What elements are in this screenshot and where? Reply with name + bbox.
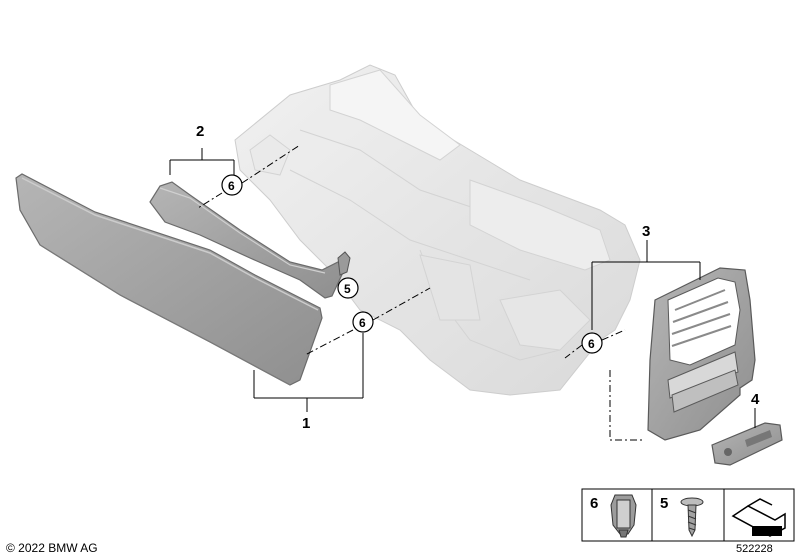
assembly-lines (197, 144, 645, 441)
callout-3: 3 (642, 223, 650, 240)
ring-5-label: 5 (344, 282, 351, 296)
ring-6-middle: 6 (352, 311, 374, 333)
ring-6-right: 6 (581, 332, 603, 354)
part-5-clip-on-trim (337, 251, 351, 276)
callout-2: 2 (196, 123, 204, 140)
screw-icon (680, 497, 704, 538)
ring-6-upper-label: 6 (228, 179, 235, 193)
leader-lines (169, 148, 756, 428)
part-3-rear-frame (647, 267, 756, 441)
document-number: 522228 (736, 543, 773, 555)
callout-1: 1 (302, 415, 310, 432)
overview-icon (731, 498, 786, 537)
clip-icon (610, 494, 637, 538)
part-1-side-trim (15, 173, 323, 386)
legend-number-5: 5 (660, 495, 668, 512)
legend-box-6: 6 (581, 488, 653, 542)
legend-box-5: 5 (651, 488, 725, 542)
center-console (234, 64, 641, 396)
part-4-small-panel (711, 422, 783, 466)
ring-5: 5 (337, 277, 359, 299)
ring-6-upper: 6 (221, 174, 243, 196)
legend-box-overview (723, 488, 795, 542)
legend-number-6: 6 (590, 495, 598, 512)
ring-6-middle-label: 6 (359, 316, 366, 330)
callout-4: 4 (751, 391, 760, 408)
ring-6-right-label: 6 (588, 337, 595, 351)
copyright-text: © 2022 BMW AG (6, 541, 98, 555)
